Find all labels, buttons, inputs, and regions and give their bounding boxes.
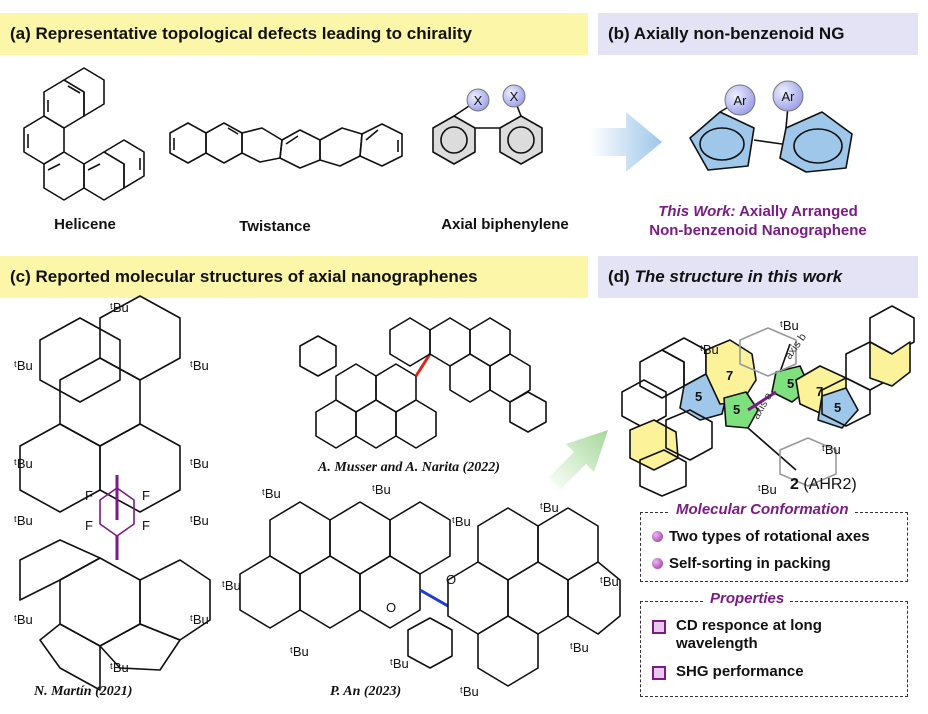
- x-label-2: X: [510, 89, 519, 104]
- conformation-item: Self-sorting in packing: [652, 555, 831, 572]
- tbu-label: ᵗBu: [460, 684, 479, 699]
- tbu-label: ᵗBu: [110, 300, 129, 315]
- bullet-square-icon: [652, 666, 666, 680]
- biphenylene-label: Axial biphenylene: [441, 216, 569, 233]
- header-panel-b: (b) Axially non-benzenoid NG: [598, 13, 918, 55]
- ahr2-structure: [621, 305, 915, 497]
- properties-item-text: CD responce at long wavelength: [676, 617, 822, 652]
- this-work-caption: This Work: Axially Arranged Non-benzenoi…: [610, 202, 906, 240]
- tbu-label: ᵗBu: [222, 578, 241, 593]
- ar-label-1: Ar: [734, 93, 748, 108]
- tbu-label: ᵗBu: [372, 482, 391, 497]
- twistance-label: Twistance: [239, 218, 311, 235]
- bullet-square-icon: [652, 620, 666, 634]
- an-structure: [239, 501, 621, 687]
- properties-item-text: SHG performance: [676, 663, 804, 680]
- bullet-ball-icon: [652, 558, 663, 569]
- biphenylene-structure: [432, 97, 543, 165]
- this-work-line2: Non-benzenoid Nanographene: [649, 222, 867, 239]
- compound-name: (AHR2): [803, 476, 857, 493]
- fluorine-label: F: [85, 518, 93, 533]
- tbu-label: ᵗBu: [540, 500, 559, 515]
- header-panel-c: (c) Reported molecular structures of axi…: [0, 256, 588, 298]
- arrow-right-icon: [590, 112, 662, 172]
- this-work-line1: Axially Arranged: [735, 203, 858, 220]
- tbu-label: ᵗBu: [822, 442, 841, 457]
- musser-citation: A. Musser and A. Narita (2022): [318, 460, 500, 475]
- x-atom-1-icon: [466, 88, 490, 112]
- oxygen-label: O: [386, 600, 396, 615]
- tbu-label: ᵗBu: [14, 358, 33, 373]
- an-citation: P. An (2023): [330, 684, 402, 699]
- martin-citation: N. Martín (2021): [34, 684, 133, 699]
- oxygen-label: O: [446, 572, 456, 587]
- fluorine-label: F: [142, 518, 150, 533]
- tbu-label: ᵗBu: [452, 514, 471, 529]
- x-atom-2-icon: [502, 84, 526, 108]
- ring-5-label: 5: [787, 376, 794, 391]
- helicene-structure: [23, 67, 145, 201]
- tbu-label: ᵗBu: [14, 456, 33, 471]
- header-panel-c-text: (c) Reported molecular structures of axi…: [10, 267, 478, 286]
- properties-item: SHG performance: [652, 663, 804, 680]
- conformation-item: Two types of rotational axes: [652, 528, 870, 545]
- twistance-structure: [169, 122, 403, 169]
- tbu-label: ᵗBu: [780, 318, 799, 333]
- compound-label: 2 (AHR2): [790, 476, 910, 494]
- header-panel-d: (d) The structure in this work: [598, 256, 918, 298]
- this-work-prefix: This Work:: [658, 203, 736, 220]
- tbu-label: ᵗBu: [110, 660, 129, 675]
- conformation-item-text: Two types of rotational axes: [669, 528, 870, 545]
- ring-5-label: 5: [695, 389, 702, 404]
- tbu-label: ᵗBu: [758, 482, 777, 497]
- ar-group-2-icon: [772, 80, 804, 112]
- header-panel-a: (a) Representative topological defects l…: [0, 13, 588, 55]
- fluorine-label: F: [85, 488, 93, 503]
- tbu-label: ᵗBu: [290, 644, 309, 659]
- conformation-title: Molecular Conformation: [670, 501, 855, 518]
- ring-5-label: 5: [733, 402, 740, 417]
- ring-5-label: 5: [834, 400, 841, 415]
- tbu-label: ᵗBu: [600, 574, 619, 589]
- tbu-label: ᵗBu: [190, 612, 209, 627]
- ar-group-1-icon: [724, 84, 756, 116]
- tbu-label: ᵗBu: [700, 342, 719, 357]
- musser-narita-structure: [299, 317, 547, 449]
- ring-7-label: 7: [726, 368, 733, 383]
- conformation-item-text: Self-sorting in packing: [669, 555, 831, 572]
- fluorine-label: F: [142, 488, 150, 503]
- arrow-up-right-icon: [548, 430, 608, 490]
- non-benzenoid-structure: [689, 99, 853, 173]
- tbu-label: ᵗBu: [390, 656, 409, 671]
- header-panel-b-text: (b) Axially non-benzenoid NG: [608, 24, 845, 43]
- tbu-label: ᵗBu: [190, 513, 209, 528]
- tbu-label: ᵗBu: [14, 513, 33, 528]
- header-panel-a-text: (a) Representative topological defects l…: [10, 24, 472, 43]
- properties-item: CD responce at long wavelength: [652, 617, 892, 653]
- x-label-1: X: [474, 93, 483, 108]
- tbu-label: ᵗBu: [262, 486, 281, 501]
- helicene-label: Helicene: [54, 216, 116, 233]
- bullet-ball-icon: [652, 531, 663, 542]
- tbu-label: ᵗBu: [190, 456, 209, 471]
- ar-label-2: Ar: [782, 89, 796, 104]
- tbu-label: ᵗBu: [570, 640, 589, 655]
- tbu-label: ᵗBu: [14, 612, 33, 627]
- tbu-label: ᵗBu: [190, 358, 209, 373]
- header-panel-d-title: The structure in this work: [634, 267, 843, 286]
- properties-title: Properties: [704, 590, 791, 607]
- header-panel-d-prefix: (d): [608, 267, 630, 286]
- martin-structure: [19, 295, 211, 691]
- ring-7-label: 7: [816, 384, 823, 399]
- compound-number: 2: [790, 476, 799, 493]
